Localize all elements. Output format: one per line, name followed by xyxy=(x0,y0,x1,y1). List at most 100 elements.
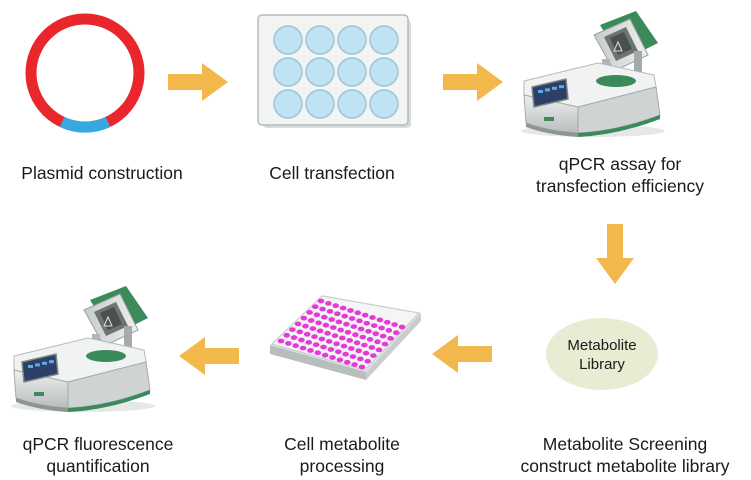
plate-well xyxy=(316,328,324,334)
plate-well xyxy=(311,334,318,340)
plasmid-ring-icon xyxy=(25,13,145,133)
plate-well xyxy=(333,341,340,347)
plate-well xyxy=(385,328,393,333)
plate-well xyxy=(369,315,376,320)
plate-well xyxy=(366,337,374,342)
step-label-metabolite-screening: Metabolite Screening construct metabolit… xyxy=(520,434,730,476)
plate-well xyxy=(369,89,399,119)
arrow-left-icon xyxy=(179,337,239,375)
plate-well xyxy=(303,331,311,337)
qpcr-machine-icon xyxy=(11,286,155,412)
metabolite-library-ellipse xyxy=(546,318,658,390)
plate-well xyxy=(289,327,296,332)
plate-well xyxy=(296,329,304,335)
step-label-cell-transfection: Cell transfection xyxy=(269,163,395,183)
plate-well xyxy=(273,25,303,55)
plate-well xyxy=(364,358,372,364)
qpcr-machine-icon xyxy=(521,11,665,137)
metabolite-library-label: Metabolite Library xyxy=(567,337,637,373)
step-label-cell-metabolite-processing: Cell metabolite processing xyxy=(284,434,400,476)
plate-well xyxy=(355,348,363,354)
plate-well xyxy=(298,337,305,343)
plate-well xyxy=(322,322,330,328)
plate-well xyxy=(317,298,325,304)
plate-well xyxy=(337,25,367,55)
plate-well xyxy=(365,328,372,334)
plate-well xyxy=(381,341,389,347)
arrow-left-icon xyxy=(432,335,492,373)
plate-well xyxy=(343,321,350,327)
plate-well xyxy=(353,340,361,346)
plate-well xyxy=(309,326,317,331)
plate-well xyxy=(305,57,335,87)
plate-well xyxy=(315,320,322,326)
plate-well xyxy=(331,333,339,339)
96-well-plate-icon xyxy=(270,295,421,380)
plate-well xyxy=(349,354,357,359)
plate-well xyxy=(379,333,387,339)
plate-well xyxy=(342,351,349,357)
plate-well xyxy=(369,57,399,87)
arrow-right-icon xyxy=(443,63,503,101)
plate-well xyxy=(290,335,298,340)
plate-well xyxy=(273,57,303,87)
plate-well xyxy=(329,355,336,360)
plate-well xyxy=(339,305,347,311)
plate-well xyxy=(391,322,398,327)
plate-well xyxy=(325,339,333,344)
plate-well xyxy=(370,353,377,358)
plate-well xyxy=(384,319,391,325)
plate-well xyxy=(305,89,335,119)
plate-well xyxy=(376,317,384,323)
plate-well xyxy=(324,330,331,336)
plate-well xyxy=(337,327,345,333)
arrow-right-icon xyxy=(168,63,228,101)
plate-well xyxy=(337,57,367,87)
plate-well xyxy=(361,312,369,318)
plate-well xyxy=(307,348,314,353)
plate-well xyxy=(372,331,380,337)
plate-well xyxy=(375,347,383,353)
plate-well xyxy=(358,364,366,370)
plate-well xyxy=(352,332,359,338)
plate-well xyxy=(335,349,342,355)
plate-well xyxy=(314,350,322,356)
plate-well xyxy=(348,316,356,321)
plate-well xyxy=(363,320,371,326)
plate-well xyxy=(318,336,326,342)
plate-well xyxy=(354,310,362,316)
plate-well xyxy=(328,317,336,322)
plate-well xyxy=(305,25,335,55)
plate-well xyxy=(356,318,363,324)
plate-well xyxy=(300,315,308,321)
plate-well xyxy=(374,339,381,345)
plate-well xyxy=(340,343,348,349)
plate-well xyxy=(320,344,327,350)
plate-well xyxy=(387,336,394,341)
plate-well xyxy=(325,301,332,306)
plate-well xyxy=(332,303,340,309)
plate-well xyxy=(313,312,321,318)
plate-well xyxy=(350,324,358,329)
plate-well xyxy=(273,89,303,119)
plate-well xyxy=(351,362,358,367)
plate-well xyxy=(312,342,320,348)
plate-well xyxy=(336,357,344,363)
plate-well xyxy=(348,346,355,351)
plate-well xyxy=(277,338,285,344)
plate-well xyxy=(344,359,351,365)
plate-well xyxy=(344,329,352,335)
plate-well xyxy=(393,330,400,336)
plate-well xyxy=(306,310,313,315)
plate-well xyxy=(335,319,343,325)
plate-well xyxy=(294,321,302,327)
plate-well xyxy=(341,313,349,319)
step-label-plasmid-construction: Plasmid construction xyxy=(21,163,183,183)
plate-well xyxy=(337,89,367,119)
plate-well xyxy=(334,311,341,317)
plate-well xyxy=(305,340,313,345)
plate-well xyxy=(283,332,291,338)
plate-well xyxy=(347,308,354,313)
step-label-qpcr-assay: qPCR assay for transfection efficiency xyxy=(536,154,704,196)
